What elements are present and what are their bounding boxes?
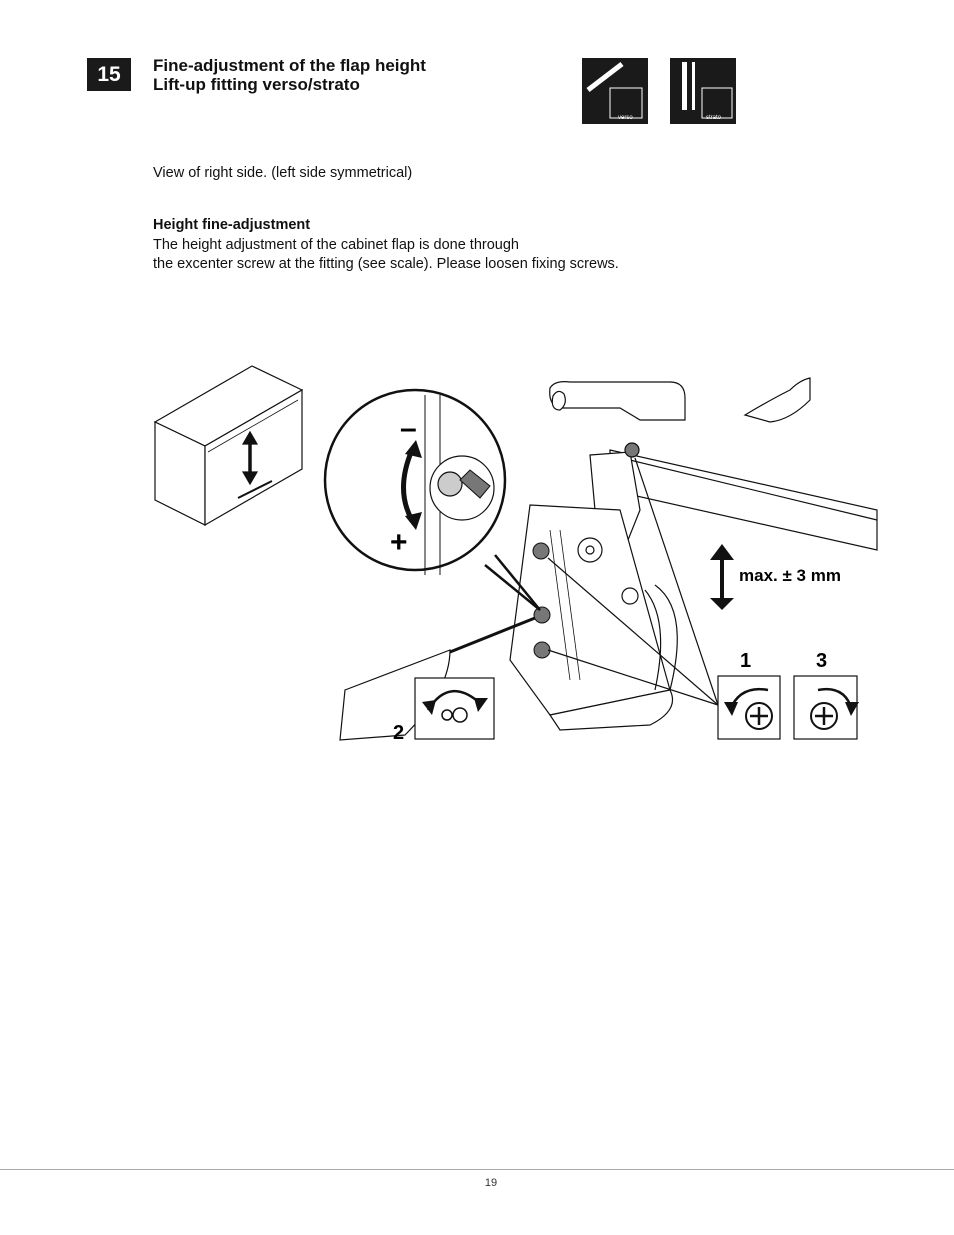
title-line-1: Fine-adjustment of the flap height [153,56,426,75]
cabinet-drawing [153,365,304,527]
scale-plus-label: + [390,526,408,559]
step-3-box [793,675,859,740]
verso-type-icon: verso [582,58,648,124]
step-3-label: 3 [816,650,827,672]
verso-symbol-icon [586,62,643,119]
body-line-2: the excenter screw at the fitting (see s… [153,256,619,272]
strato-label: strato [706,115,722,121]
adjustment-illustration: – + max. ± 3 mm 1 2 3 [153,365,878,744]
fixing-screws [532,542,551,659]
page-number: 19 [484,1177,498,1189]
step-1-label: 1 [740,650,751,672]
section-heading: Height fine-adjustment [153,217,311,233]
step-number: 15 [97,62,121,86]
scale-minus-label: – [400,412,417,445]
detail-callout [323,388,541,611]
step-1-box [717,675,781,740]
footer-divider [0,1169,954,1170]
step-2-label: 2 [393,722,404,744]
page-title: Fine-adjustment of the flap height Lift-… [153,56,426,94]
step-2-box [414,677,495,740]
title-line-2: Lift-up fitting verso/strato [153,75,360,94]
step-number-badge: 15 [87,58,131,91]
view-note: View of right side. (left side symmetric… [153,165,413,181]
lift-fitting-drawing [509,377,878,731]
strato-symbol-icon [682,62,733,119]
strato-type-icon: strato [670,58,736,124]
verso-label: verso [618,115,633,121]
adjust-range-label: max. ± 3 mm [739,566,841,585]
pointer-lines [547,457,719,706]
range-arrow-icon [710,544,734,610]
body-line-1: The height adjustment of the cabinet fla… [153,237,519,253]
